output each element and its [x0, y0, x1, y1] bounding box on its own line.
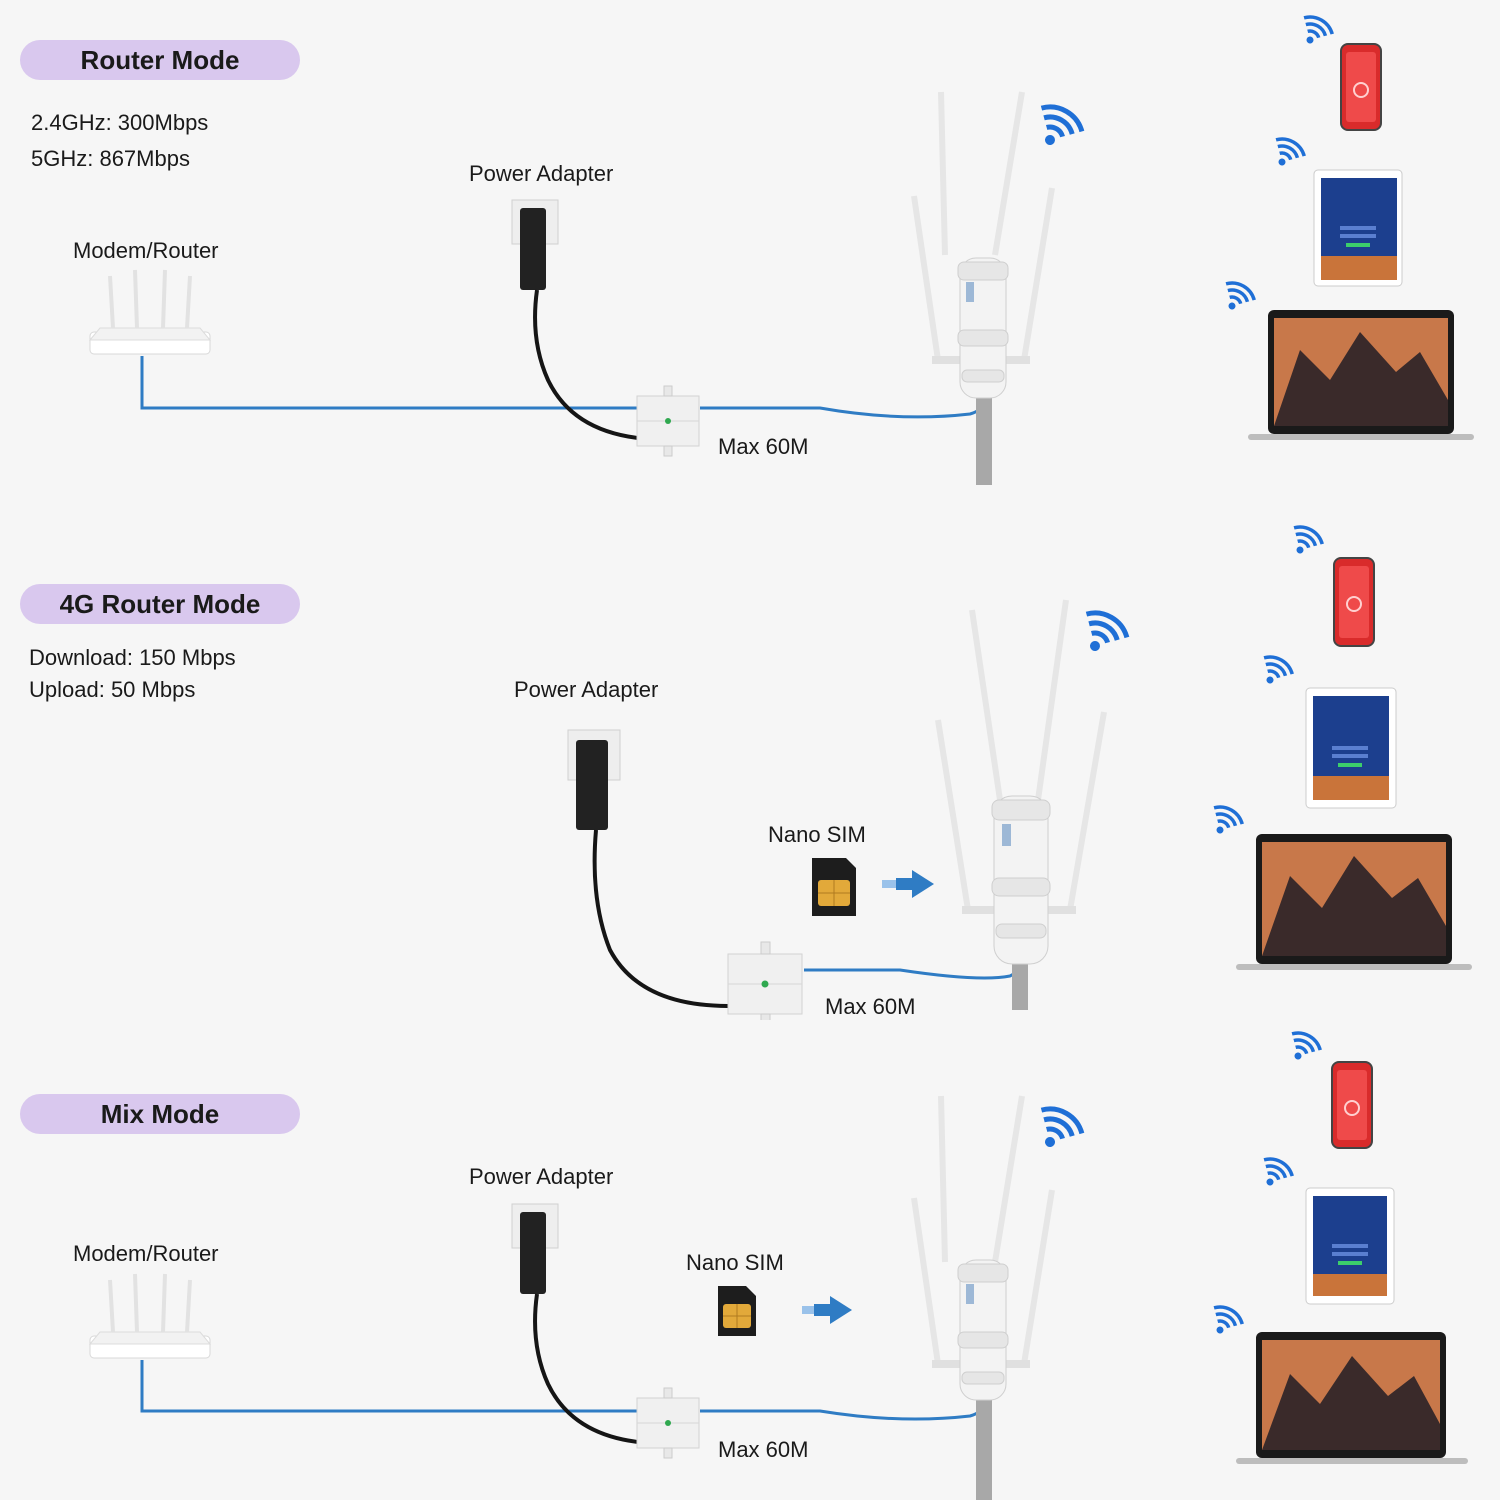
- arrow-right-icon: [882, 870, 934, 898]
- wifi-icon: [1263, 655, 1294, 684]
- poe-injector-icon: [636, 385, 700, 457]
- mode-title-pill: 4G Router Mode: [20, 584, 300, 624]
- wifi-icon: [1040, 1106, 1085, 1147]
- modem-router-label: Modem/Router: [73, 238, 219, 263]
- phone-icon: [1340, 43, 1382, 131]
- mix-mode-diagram: [88, 1031, 1468, 1500]
- spec-line: Download: 150 Mbps: [29, 645, 236, 670]
- arrow-right-icon: [802, 1296, 852, 1324]
- distance-label: Max 60M: [825, 994, 916, 1019]
- wifi-icon: [1040, 104, 1085, 145]
- laptop-icon: [1248, 310, 1474, 440]
- router-icon: [88, 269, 212, 355]
- modem-router-label: Modem/Router: [73, 1241, 219, 1266]
- poe-injector-icon: [727, 941, 803, 1020]
- wifi-icon: [1291, 1031, 1322, 1060]
- nano-sim-label: Nano SIM: [768, 822, 866, 847]
- tablet-icon: [1305, 1187, 1395, 1305]
- outdoor-access-point-icon: [911, 1095, 1055, 1500]
- phone-icon: [1331, 1061, 1373, 1149]
- wifi-icon: [1263, 1157, 1294, 1186]
- sim-card-icon: [718, 1286, 756, 1336]
- router-icon: [88, 1273, 212, 1359]
- wifi-icon: [1303, 15, 1334, 44]
- mode-title-pill: Mix Mode: [20, 1094, 300, 1134]
- ethernet-cable: [140, 1360, 640, 1413]
- power-adapter-icon: [511, 199, 639, 440]
- section-4g-router-mode: 4G Router Mode Download: 150 Mbps Upload…: [0, 520, 1500, 1020]
- sim-card-icon: [812, 858, 856, 916]
- router-mode-diagram: [88, 15, 1474, 485]
- power-adapter-label: Power Adapter: [514, 677, 659, 702]
- power-adapter-label: Power Adapter: [469, 161, 614, 186]
- wifi-icon: [1293, 525, 1324, 554]
- spec-line: Upload: 50 Mbps: [29, 677, 196, 702]
- ethernet-cable: [140, 356, 640, 410]
- power-adapter-label: Power Adapter: [469, 1164, 614, 1189]
- spec-line: 5GHz: 867Mbps: [31, 146, 190, 171]
- ethernet-cable: [804, 959, 1022, 980]
- phone-icon: [1333, 557, 1375, 647]
- wifi-icon: [1085, 610, 1130, 651]
- wifi-icon: [1225, 281, 1256, 310]
- wifi-icon: [1213, 805, 1244, 834]
- distance-label: Max 60M: [718, 1437, 809, 1462]
- 4g-router-mode-diagram: [567, 525, 1472, 1020]
- wifi-icon: [1213, 1305, 1244, 1334]
- wifi-icon: [1275, 137, 1306, 166]
- power-adapter-icon: [511, 1203, 639, 1444]
- tablet-icon: [1305, 687, 1397, 809]
- nano-sim-label: Nano SIM: [686, 1250, 784, 1275]
- laptop-icon: [1236, 834, 1472, 970]
- poe-injector-icon: [636, 1387, 700, 1459]
- outdoor-access-point-icon: [911, 91, 1055, 485]
- ethernet-cable: [700, 1401, 986, 1421]
- section-mix-mode: Mix Mode Modem/Router Power Adapter Nano…: [0, 1030, 1500, 1500]
- distance-label: Max 60M: [718, 434, 809, 459]
- ethernet-cable: [700, 399, 986, 419]
- laptop-icon: [1236, 1332, 1468, 1464]
- spec-line: 2.4GHz: 300Mbps: [31, 110, 209, 135]
- outdoor-access-point-icon: [935, 599, 1107, 1010]
- tablet-icon: [1313, 169, 1403, 287]
- mode-title-pill: Router Mode: [20, 40, 300, 80]
- power-adapter-icon: [567, 729, 729, 1008]
- section-router-mode: Router Mode 2.4GHz: 300Mbps 5GHz: 867Mbp…: [0, 0, 1500, 500]
